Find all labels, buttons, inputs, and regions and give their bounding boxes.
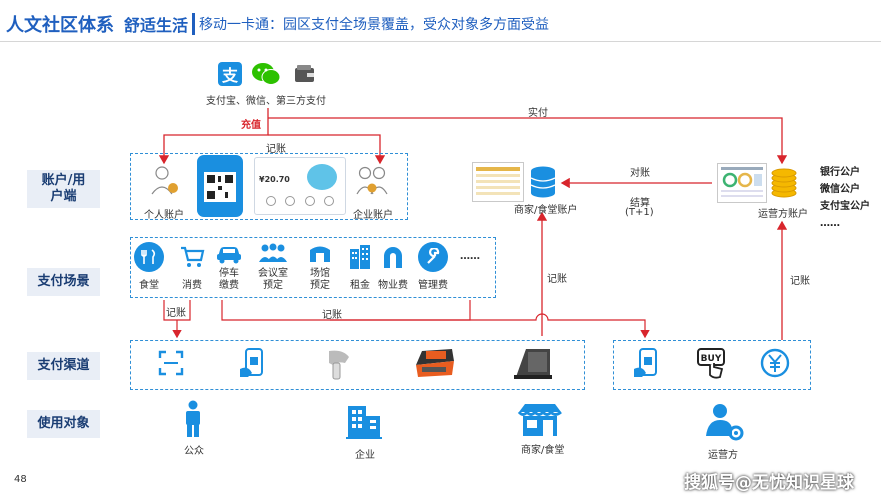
scene-label: 食堂: [139, 280, 159, 291]
scene-item-meeting[interactable]: 会议室 预定: [256, 242, 290, 292]
scene-label: 停车 缴费: [219, 268, 239, 291]
alipay-icon: 支: [218, 62, 242, 86]
balance-amount: ¥20.70: [259, 175, 290, 184]
row-label-account: 账户/用 户端: [27, 170, 100, 208]
qr-scan-icon: [158, 350, 184, 380]
scene-item-shopping[interactable]: 消费: [177, 242, 207, 291]
top-payment-label: 支付宝、微信、第三方支付: [206, 96, 326, 107]
scene-label: 管理费: [418, 280, 448, 291]
bank-account-item: 银行公户: [820, 167, 860, 178]
magnet-icon: [378, 242, 408, 272]
app-buttons: [261, 196, 339, 206]
target-public-label: 公众: [184, 446, 204, 457]
qr-code: [204, 172, 236, 202]
target-enterprise-label: 企业: [355, 450, 375, 461]
phone-icon: [197, 155, 243, 217]
page-description: 移动一卡通：园区支付全场景覆盖，受众对象多方面受益: [199, 17, 550, 33]
scene-item-property[interactable]: 物业费: [378, 242, 408, 291]
nfc-phone-icon: [632, 347, 666, 383]
bank-account-item: ……: [820, 218, 840, 229]
target-merchant-label: 商家/食堂: [521, 445, 565, 456]
scene-item-venue[interactable]: 场馆 预定: [305, 242, 335, 292]
barcode-scanner-icon: [323, 347, 353, 385]
scene-bracket-mid: [221, 300, 471, 321]
wrench-icon: [418, 242, 448, 272]
venue-icon: [305, 242, 335, 266]
wechat-icon: [251, 61, 281, 91]
app-screen: ¥20.70: [254, 157, 346, 215]
meeting-icon: [256, 242, 290, 266]
scene-item-dining[interactable]: 食堂: [134, 242, 164, 291]
channel-box-right: [613, 340, 811, 390]
bank-account-item: 支付宝公户: [820, 201, 870, 212]
shifu-line: [268, 117, 788, 165]
scene-item-parking[interactable]: 停车 缴费: [214, 242, 244, 292]
public-person-icon: [181, 400, 205, 442]
scene-mid-jizhang-label: 记账: [322, 310, 342, 321]
enterprise-user-icon: [355, 164, 391, 200]
merchant-jizhang-label: 记账: [547, 274, 567, 285]
merchant-database-icon: [530, 166, 556, 202]
nfc-phone-icon: [238, 347, 272, 383]
operator-account-label: 运营方账户: [758, 209, 808, 220]
scene-label: 会议室 预定: [258, 268, 288, 291]
duizhang-label: 对账: [630, 168, 650, 179]
building-icon: [348, 242, 372, 272]
face-terminal-icon: [512, 345, 554, 385]
page-subtitle: 舒适生活: [124, 16, 189, 35]
mascot-icon: [307, 164, 337, 190]
channel-box-left: [130, 340, 585, 390]
personal-account-label: 个人账户: [144, 210, 184, 221]
recharge-label: 充值: [241, 120, 261, 131]
dining-icon: [134, 242, 164, 272]
scene-label: 消费: [182, 280, 202, 291]
watermark: 搜狐号@无忧知识星球: [684, 473, 854, 493]
buy-button-icon: BUY: [696, 347, 728, 385]
merchant-account-label: 商家/食堂账户: [514, 205, 578, 216]
row-label-target: 使用对象: [27, 410, 100, 438]
page-number: 48: [14, 474, 27, 485]
scene-box: [130, 237, 496, 298]
operator-coins-icon: [770, 168, 798, 202]
svg-text:BUY: BUY: [701, 354, 722, 364]
row-label-channel: 支付渠道: [27, 352, 100, 380]
jiesuan-t1-label: (T+1): [625, 207, 654, 218]
enterprise-building-icon: [346, 404, 384, 444]
title-separator: [192, 13, 196, 35]
personal-user-icon: [150, 164, 180, 200]
wallet-icon: [294, 64, 316, 88]
enterprise-account-label: 企业账户: [353, 210, 393, 221]
jiesuan-label: 结算: [630, 198, 650, 209]
operator-dashboard-icon: [717, 163, 767, 203]
row-label-scene: 支付场景: [27, 268, 100, 296]
bank-account-list: 银行公户 微信公户 支付宝公户 ……: [820, 164, 870, 232]
jizhang-top-label: 记账: [266, 144, 286, 155]
scene-item-management[interactable]: 管理费: [418, 242, 448, 291]
scene-label: 租金: [350, 280, 370, 291]
scene-label: 物业费: [378, 280, 408, 291]
account-box: [130, 153, 408, 220]
merchant-shop-icon: [517, 402, 563, 442]
scene-label: 场馆 预定: [310, 268, 330, 291]
bank-account-item: 微信公户: [820, 184, 860, 195]
operator-person-gear-icon: [704, 402, 746, 446]
scene-more: ……: [460, 251, 480, 262]
yuan-coin-icon: [759, 347, 791, 383]
recharge-line-personal: [158, 108, 269, 165]
page-header: 人文社区体系 舒适生活 移动一卡通：园区支付全场景覆盖，受众对象多方面受益: [6, 10, 549, 38]
merchant-spreadsheet-icon: [472, 162, 524, 202]
operator-jizhang-label: 记账: [790, 276, 810, 287]
pos-terminal-icon: [412, 345, 458, 383]
scene-mid-to-channel: [330, 313, 650, 339]
page-title: 人文社区体系: [6, 15, 114, 36]
car-icon: [214, 242, 244, 266]
shifu-label: 实付: [528, 108, 548, 119]
target-operator-label: 运营方: [708, 450, 738, 461]
cart-icon: [177, 242, 207, 272]
header-divider: [0, 41, 881, 42]
scene-left-jizhang-label: 记账: [166, 308, 186, 319]
scene-item-rent[interactable]: 租金: [348, 242, 372, 291]
